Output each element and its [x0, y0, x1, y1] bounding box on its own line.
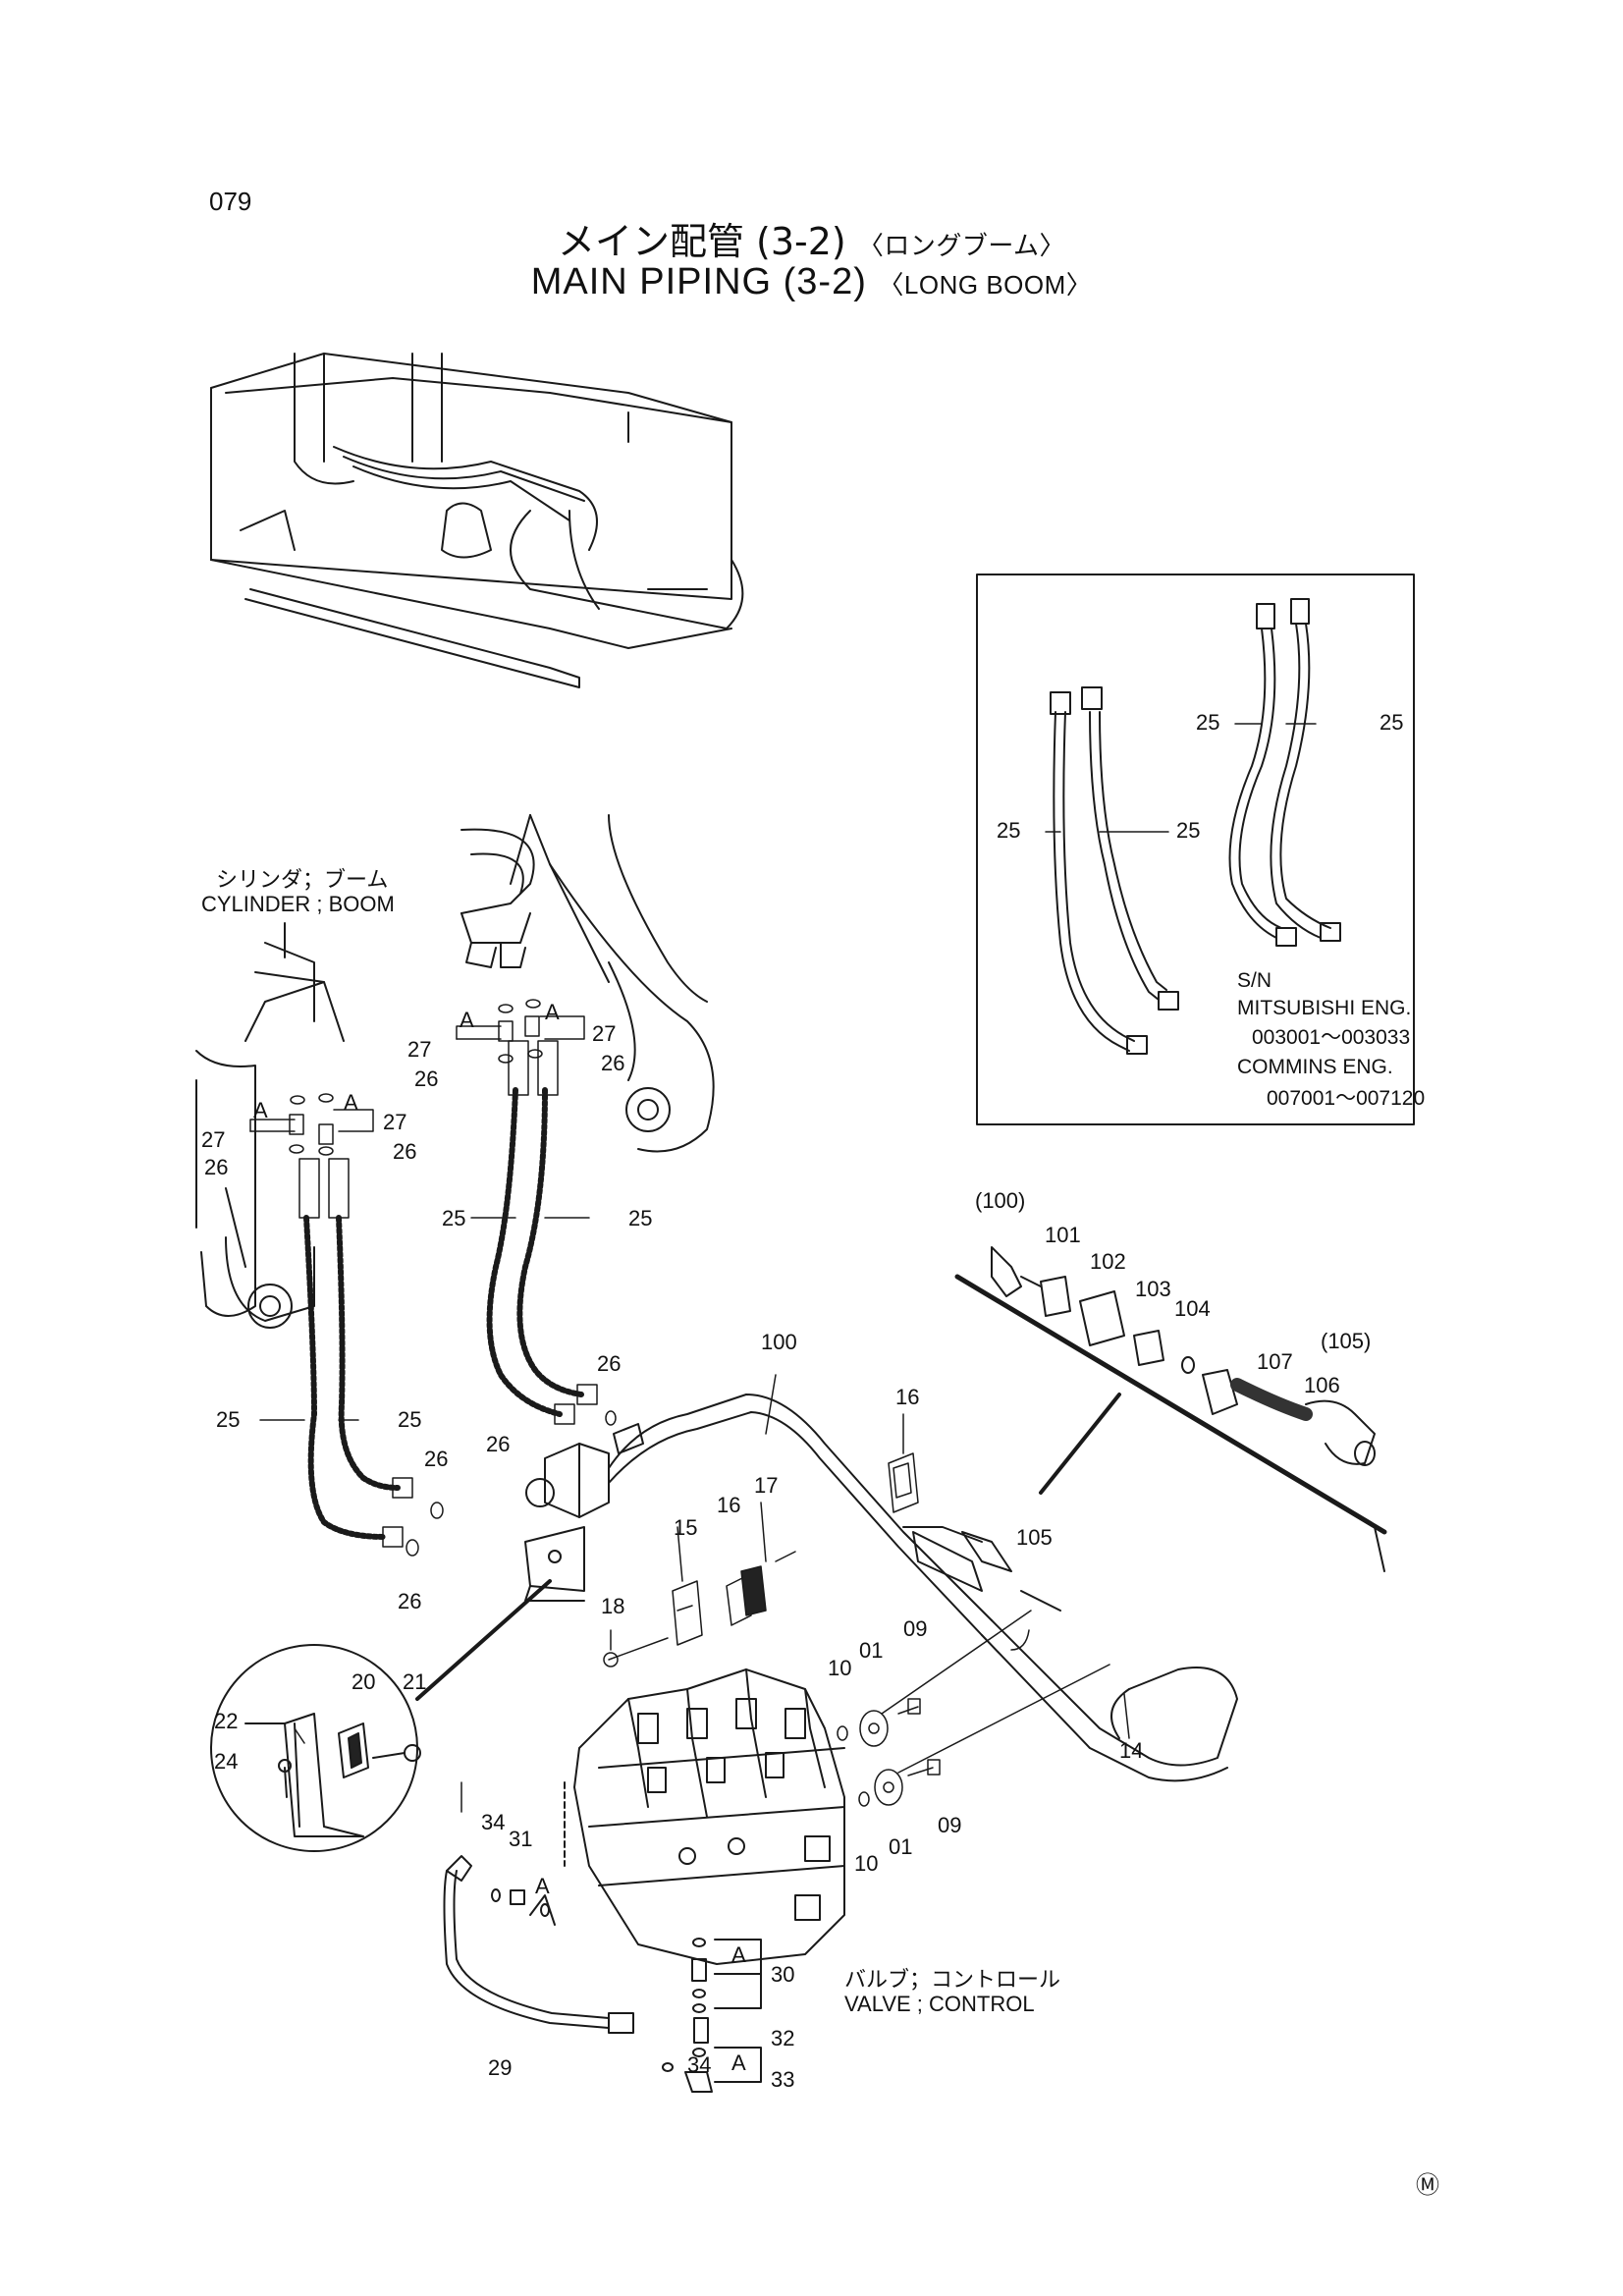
- marker-a: A: [731, 2050, 746, 2075]
- callout-26: 26: [393, 1139, 417, 1164]
- title-en-main: MAIN PIPING (3-2): [530, 261, 867, 302]
- callout-34: 34: [481, 1810, 506, 1834]
- serial-range-mitsubishi: 003001～003033: [1252, 1026, 1411, 1049]
- serial-range-commins: 007001～007120: [1267, 1087, 1426, 1110]
- callout-27: 27: [201, 1127, 226, 1152]
- serial-number-label: S/N: [1237, 969, 1272, 992]
- cylinder-label-jp: シリンダ；ブーム: [216, 868, 389, 893]
- callout-26: 26: [398, 1589, 422, 1613]
- callout-106: 106: [1304, 1373, 1340, 1397]
- corner-mark: Ⓜ: [1416, 2172, 1439, 2199]
- callout-107: 107: [1257, 1349, 1293, 1374]
- engine-mitsubishi: MITSUBISHI ENG.: [1237, 997, 1412, 1019]
- callout-16: 16: [895, 1385, 920, 1409]
- callout-18: 18: [601, 1594, 625, 1618]
- title-japanese: メイン配管 (3-2) 〈ロングブーム〉: [0, 211, 1623, 265]
- callout-27: 27: [407, 1037, 432, 1062]
- callout-17: 17: [754, 1473, 779, 1498]
- callout-101: 101: [1045, 1223, 1081, 1247]
- hose-assemblies-25: [303, 1087, 584, 1540]
- page-number: 079: [209, 187, 252, 216]
- valve-label-en: VALVE ; CONTROL: [844, 1992, 1035, 2016]
- flange-fittings: [837, 1610, 1110, 1807]
- clamps-15-16-17-18: [603, 1452, 919, 1667]
- inset-callout-25: 25: [1176, 818, 1201, 843]
- marker-a: A: [344, 1090, 358, 1115]
- callout-09: 09: [903, 1616, 928, 1641]
- callout-105: 105: [1016, 1525, 1053, 1550]
- callout-25: 25: [216, 1407, 241, 1432]
- marker-a: A: [545, 1000, 560, 1024]
- callout-24: 24: [214, 1749, 239, 1774]
- callout-26: 26: [424, 1447, 449, 1471]
- inset-callout-25: 25: [1196, 710, 1220, 735]
- callout-27: 27: [383, 1110, 407, 1134]
- callout-16: 16: [717, 1493, 741, 1517]
- fitting-chain: [954, 1246, 1387, 1572]
- callout-31: 31: [509, 1827, 533, 1851]
- inset-box: [976, 574, 1415, 1125]
- marker-a: A: [253, 1098, 268, 1122]
- callout-33: 33: [771, 2067, 795, 2092]
- callout-26: 26: [204, 1155, 229, 1179]
- fittings-27: [289, 999, 617, 1557]
- title-en-sub: 〈LONG BOOM〉: [878, 270, 1093, 300]
- inset-hoses-right: [1228, 598, 1341, 947]
- callout-30: 30: [771, 1962, 795, 1987]
- callout-105-paren: (105): [1321, 1329, 1372, 1353]
- title-english: MAIN PIPING (3-2) 〈LONG BOOM〉: [0, 261, 1623, 303]
- inset-hoses-left: [1050, 686, 1179, 1055]
- inset-callout-25: 25: [1380, 710, 1404, 735]
- callout-104: 104: [1174, 1296, 1211, 1321]
- callout-100-paren: (100): [975, 1188, 1026, 1213]
- callout-20: 20: [352, 1669, 376, 1694]
- callout-25: 25: [398, 1407, 422, 1432]
- cylinder-label-en: CYLINDER ; BOOM: [201, 892, 395, 916]
- engine-commins: COMMINS ENG.: [1237, 1056, 1393, 1078]
- valve-label-jp: バルブ；コントロール: [844, 1968, 1061, 1993]
- callout-25: 25: [442, 1206, 466, 1230]
- callout-26: 26: [597, 1351, 622, 1376]
- boom-cylinder-drawing: [195, 922, 345, 1329]
- callout-14: 14: [1119, 1738, 1144, 1763]
- callout-09: 09: [938, 1813, 962, 1837]
- control-valve-drawing: [564, 1668, 845, 1965]
- callout-29: 29: [488, 2055, 513, 2080]
- marker-a: A: [535, 1874, 550, 1898]
- callout-34: 34: [687, 2052, 712, 2077]
- callout-01: 01: [859, 1638, 884, 1663]
- callout-10: 10: [854, 1851, 879, 1876]
- machine-overview-drawing: [210, 353, 744, 688]
- callout-100: 100: [761, 1330, 797, 1354]
- marker-a: A: [460, 1008, 474, 1032]
- boom-cylinder-drawing-right: [460, 814, 715, 1153]
- detail-circle: [210, 1579, 552, 1852]
- callout-10: 10: [828, 1656, 852, 1680]
- callout-103: 103: [1135, 1277, 1171, 1301]
- callout-15: 15: [674, 1515, 698, 1540]
- title-jp-sub: 〈ロングブーム〉: [857, 232, 1066, 261]
- junction-block: [524, 1443, 610, 1602]
- callout-102: 102: [1090, 1249, 1126, 1274]
- callout-01: 01: [889, 1834, 913, 1859]
- a-brackets: [249, 1015, 585, 1132]
- leader-lines: [259, 723, 1317, 1813]
- pipe-29-and-fittings: [443, 1855, 762, 2093]
- inset-callout-25: 25: [997, 818, 1021, 843]
- callout-26: 26: [601, 1051, 625, 1075]
- callout-21: 21: [403, 1669, 427, 1694]
- pipes-100: [608, 1394, 1238, 1782]
- callout-32: 32: [771, 2026, 795, 2050]
- callout-25: 25: [628, 1206, 653, 1230]
- callout-27: 27: [592, 1021, 617, 1046]
- callout-26: 26: [486, 1432, 511, 1456]
- callout-26: 26: [414, 1066, 439, 1091]
- marker-a: A: [731, 1942, 746, 1967]
- callout-22: 22: [214, 1709, 239, 1733]
- title-jp-main: メイン配管 (3-2): [557, 220, 846, 263]
